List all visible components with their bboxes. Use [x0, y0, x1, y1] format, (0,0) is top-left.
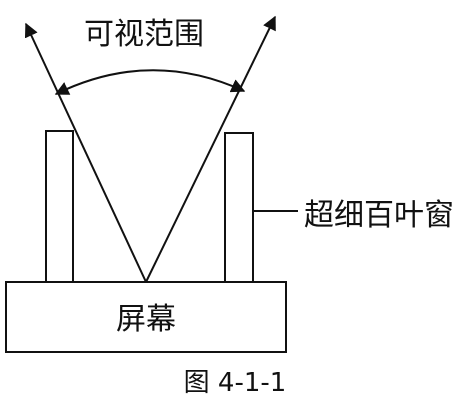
right-view-ray [145, 15, 276, 283]
louver-label: 超细百叶窗 [304, 198, 454, 233]
figure-caption: 图 4-1-1 [184, 368, 287, 398]
viewing-angle-arc [54, 69, 246, 95]
left-louver-slat [45, 130, 74, 283]
screen-label: 屏幕 [116, 302, 176, 337]
screen-panel [5, 281, 287, 353]
view-angle-label: 可视范围 [84, 17, 204, 52]
left-view-ray [24, 22, 147, 283]
right-louver-slat [224, 132, 254, 283]
